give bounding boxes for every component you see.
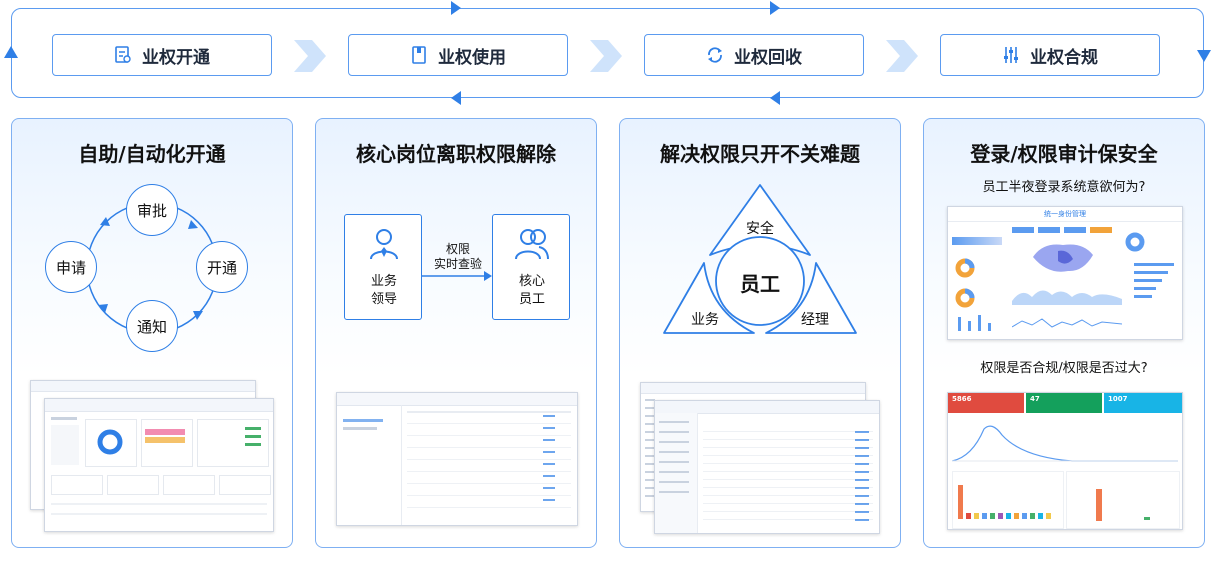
stage-compliance: 业权合规 [940,34,1160,76]
stage-label: 业权开通 [142,47,210,68]
chevron-right-icon [294,40,326,72]
stage-label: 业权使用 [438,47,506,68]
arrow-down-right [1197,50,1211,62]
arrow-label: 权限 实时查验 [433,242,482,271]
document-icon [115,46,131,63]
chevron-right-icon [590,40,622,72]
stat-tile-cyan [1104,393,1182,413]
triangle-center: 员工 [740,272,780,296]
arrow-right-top-1 [451,1,461,15]
app-screenshot [336,392,578,526]
cycle-node-approve: 审批 [126,184,178,236]
panel-title: 自助/自动化开通 [78,142,226,166]
triangle-bottom-right: 经理 [801,312,829,328]
dashboard-screenshot: 统一身份管理 [947,206,1183,340]
card-business-leader: 业务 领导 [344,214,422,320]
app-screenshot-front [654,400,880,534]
arrow-right-top-2 [770,1,780,15]
arrow-left-bottom-2 [770,91,780,105]
stage-use: 业权使用 [348,34,568,76]
cycle-node-notify: 通知 [126,300,178,352]
person-tie-icon [370,229,398,260]
stat-value: 1007 [1108,395,1128,403]
arrow-right-icon [422,271,492,281]
stats-screenshot: 5866 47 1007 [947,392,1183,530]
people-icon [515,229,549,260]
app-screenshot-front [44,398,274,532]
loop-arrows [4,1,1211,105]
triangle-bottom-left: 业务 [691,312,719,328]
chevron-right-icon [886,40,918,72]
card-label: 核心 员工 [518,274,545,307]
triangle-top: 安全 [746,221,774,237]
sliders-icon [1004,47,1018,63]
panel-title: 核心岗位离职权限解除 [356,142,556,166]
cycle-node-apply: 申请 [45,241,97,293]
audit-question-compliance: 权限是否合规/权限是否过大? [980,361,1148,376]
book-icon [412,46,426,64]
stat-tile-red [948,393,1024,413]
stage-label: 业权合规 [1030,47,1098,68]
arrow-up-left [4,46,18,58]
stat-tile-green [1026,393,1102,413]
stat-value: 5866 [952,395,972,403]
audit-question-login: 员工半夜登录系统意欲何为? [982,180,1146,195]
arrow-left-bottom-1 [451,91,461,105]
card-core-employee: 核心 员工 [492,214,570,320]
stage-reclaim: 业权回收 [644,34,864,76]
stage-label: 业权回收 [734,47,802,68]
stage-open: 业权开通 [52,34,272,76]
triangle-diagram [663,184,857,334]
panel-title: 登录/权限审计保安全 [970,142,1158,166]
panel-title: 解决权限只开不关难题 [660,142,860,166]
stat-value: 47 [1030,395,1040,403]
cycle-node-open: 开通 [196,241,248,293]
dashboard-title: 统一身份管理 [1044,210,1086,218]
card-label: 业务 领导 [370,274,397,307]
recycle-icon [708,47,722,63]
